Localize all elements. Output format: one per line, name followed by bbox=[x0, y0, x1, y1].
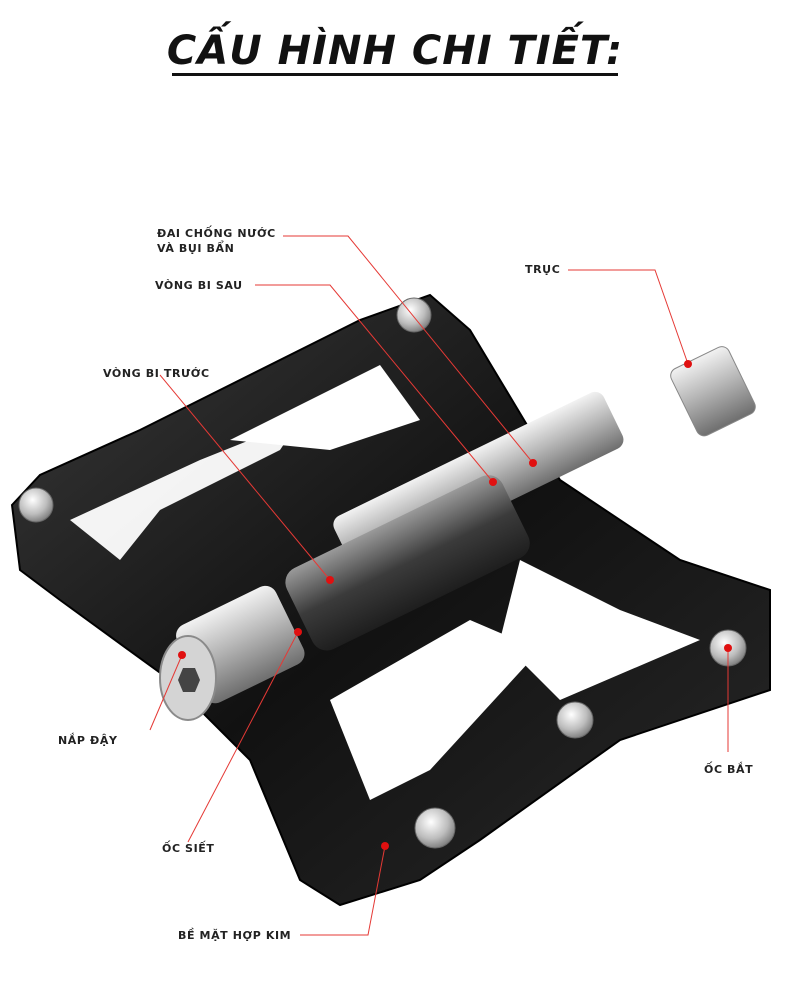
dot-oc-siet bbox=[294, 628, 302, 636]
axle-thread-rear bbox=[670, 346, 756, 437]
callout-be-mat bbox=[300, 845, 386, 936]
callout-dai-chong-nuoc bbox=[283, 235, 534, 464]
pedal-cutout-upper bbox=[230, 365, 420, 450]
dot-vong-bi-truoc bbox=[326, 576, 334, 584]
label-oc-siet: ỐC SIẾT bbox=[162, 842, 215, 855]
label-vong-bi-sau: VÒNG BI SAU bbox=[155, 279, 243, 292]
dot-nap-day bbox=[178, 651, 186, 659]
callout-vong-bi-truoc bbox=[159, 374, 331, 581]
carbon-sleeve bbox=[285, 475, 530, 651]
dot-dai-chong-nuoc bbox=[529, 459, 537, 467]
bolt-bottom bbox=[414, 807, 456, 849]
label-truc: TRỤC bbox=[525, 263, 561, 276]
dot-vong-bi-sau bbox=[489, 478, 497, 486]
callout-truc bbox=[568, 269, 689, 365]
bolt-bottom-mid bbox=[556, 701, 594, 739]
pedal-cutout-right bbox=[500, 560, 700, 700]
dot-truc bbox=[684, 360, 692, 368]
label-nap-day: NẮP ĐẬY bbox=[58, 734, 118, 747]
callout-oc-siet bbox=[187, 631, 299, 843]
callout-vong-bi-sau bbox=[255, 284, 494, 483]
label-dai-chong-nuoc-line2: VÀ BỤI BẨN bbox=[157, 242, 235, 255]
label-dai-chong-nuoc: ĐAI CHỐNG NƯỚC VÀ BỤI BẨN bbox=[157, 226, 276, 256]
page-title: CẤU HÌNH CHI TIẾT: bbox=[166, 28, 624, 74]
callout-nap-day bbox=[149, 654, 183, 731]
label-be-mat-hop-kim: BỀ MẶT HỢP KIM bbox=[178, 929, 292, 942]
pedal-cutout-lower bbox=[330, 620, 540, 800]
label-dai-chong-nuoc-line1: ĐAI CHỐNG NƯỚC bbox=[157, 227, 276, 240]
label-oc-bat: ỐC BẮT bbox=[704, 763, 754, 776]
title-underline bbox=[172, 73, 618, 76]
label-vong-bi-truoc: VÒNG BI TRƯỚC bbox=[103, 367, 210, 380]
hex-socket bbox=[178, 668, 200, 692]
pedal-cutout-top bbox=[70, 420, 300, 560]
bolt-left bbox=[18, 487, 54, 523]
dot-oc-bat bbox=[724, 644, 732, 652]
dot-be-mat bbox=[381, 842, 389, 850]
